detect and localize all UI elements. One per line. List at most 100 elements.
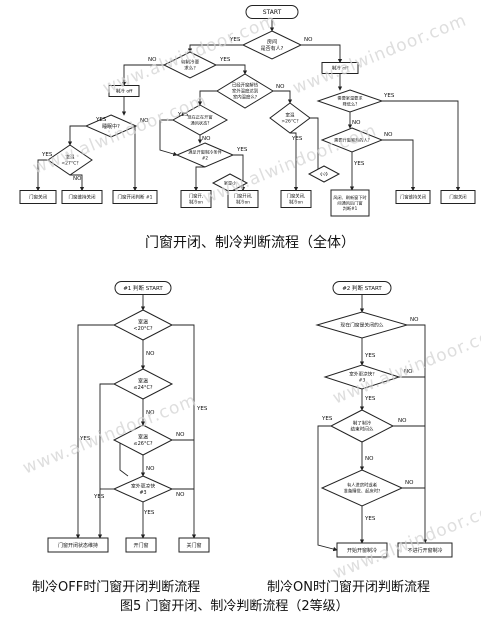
connector-line bbox=[121, 64, 164, 87]
judge1-box: 门窗开闭判断 #1 bbox=[112, 190, 158, 204]
branch-label: YES bbox=[236, 147, 248, 153]
branch-label: NO bbox=[146, 466, 155, 472]
home-decision: 房间是否有人? bbox=[241, 30, 303, 60]
branch-label: YES bbox=[177, 112, 189, 118]
cool-off-left-box: 制冷 off bbox=[108, 85, 140, 97]
branch-label: NO bbox=[405, 480, 414, 486]
node-label: 制了制冷结束时间么 bbox=[351, 420, 374, 433]
branch-label: NO bbox=[384, 132, 393, 138]
process-shape bbox=[395, 190, 431, 204]
connector-line bbox=[216, 64, 248, 75]
node-label: 睡眠中? bbox=[102, 123, 120, 130]
process-shape bbox=[336, 542, 388, 558]
keep-closed-box: 门窗维持关闭 bbox=[61, 190, 103, 204]
process-shape bbox=[178, 537, 210, 553]
branch-label: YES bbox=[93, 494, 105, 500]
terminal-shape bbox=[332, 281, 392, 295]
terminal-shape bbox=[114, 281, 172, 295]
process-shape bbox=[47, 537, 109, 553]
process-shape bbox=[321, 62, 359, 74]
branch-label: YES bbox=[219, 57, 231, 63]
sleep-decision: 睡眠中? bbox=[84, 114, 138, 138]
decision-shape bbox=[315, 311, 409, 339]
decision-shape bbox=[320, 127, 384, 153]
close-on-box: 门窗关闭,制冷on bbox=[280, 190, 312, 208]
connector-line bbox=[35, 159, 48, 192]
branch-label: NO bbox=[276, 84, 285, 90]
connector-line bbox=[159, 119, 178, 157]
node-label: 门窗关闭,制冷on bbox=[287, 193, 306, 206]
start-2-terminal: #2 判断 START bbox=[332, 281, 392, 295]
cool-time-decision: 制了制冷结束时间么 bbox=[329, 409, 395, 443]
connector-line bbox=[67, 125, 86, 146]
node-label: START bbox=[263, 9, 282, 16]
yes-no-labels: YES NO NO YES YES NO YES NO YES NO NO YES YES YES NO NO… bbox=[41, 37, 419, 522]
caption-overall: 门窗开闭、制冷判断流程（全体） bbox=[145, 235, 355, 251]
connector-line bbox=[172, 324, 197, 539]
branch-label: NO bbox=[410, 317, 419, 323]
cool-reqd-decision: 需要室温要求降低么? bbox=[316, 89, 384, 113]
branch-label: YES bbox=[383, 93, 395, 99]
temp24-decision: 室温≤24°C? bbox=[112, 368, 174, 400]
temp26-decision: 室温>26°C? bbox=[269, 102, 311, 134]
window-open-decision: 现在正在开窗通风状态? bbox=[171, 104, 229, 136]
terminal-shape bbox=[245, 5, 299, 19]
branch-label: YES bbox=[229, 37, 241, 43]
decision-shape bbox=[320, 469, 404, 507]
decision-shape bbox=[84, 114, 138, 138]
node-label: 现在门窗是关闭的么 bbox=[340, 322, 383, 329]
node-label: 室温<27°C? bbox=[61, 154, 79, 167]
node-label: 房间是否有人? bbox=[261, 39, 284, 53]
node-label: 门窗开闭,制冷on bbox=[234, 193, 253, 206]
process-shape bbox=[440, 190, 476, 204]
decision-shape bbox=[47, 144, 93, 176]
connector-line bbox=[407, 324, 428, 544]
node-label: 需要开窗解热的人? bbox=[334, 137, 370, 144]
close-box: 门窗关闭 bbox=[19, 190, 57, 204]
outside-cooler-decision: 室外更凉快#3 bbox=[112, 475, 174, 503]
branch-label: YES bbox=[364, 353, 376, 359]
connector-line bbox=[193, 166, 205, 192]
connector-line bbox=[97, 383, 114, 539]
open-on-box-1: 门窗开,制冷on bbox=[180, 190, 212, 208]
connector-line bbox=[290, 132, 299, 192]
connector-line bbox=[273, 90, 293, 104]
decision-shape bbox=[112, 475, 174, 503]
branch-label: YES bbox=[321, 416, 333, 422]
need-person-decision: 需要开窗解热的人? bbox=[320, 127, 384, 153]
branch-label: NO bbox=[202, 136, 211, 142]
process-shape bbox=[397, 542, 453, 558]
caption-cooling-on: 制冷ON时门窗开闭判断流程 bbox=[267, 580, 430, 595]
temp26b-decision: 室温≤26°C? bbox=[112, 424, 174, 456]
node-label: 门窗维持关闭 bbox=[400, 194, 426, 201]
node-label: 室温>26°C? bbox=[281, 112, 299, 125]
node-label: 有制冷要求么? bbox=[181, 59, 200, 72]
node-label: 开门窗 bbox=[133, 542, 148, 549]
decision-shape bbox=[112, 368, 174, 400]
decision-shape bbox=[323, 364, 401, 390]
connector-line bbox=[187, 44, 243, 53]
branch-label: YES bbox=[364, 516, 376, 522]
open-door-box: 开门窗 bbox=[125, 537, 157, 553]
process-shape bbox=[280, 190, 312, 208]
node-label: 门窗开,制冷on bbox=[189, 193, 203, 206]
branch-label: YES bbox=[143, 510, 155, 516]
caption-cooling-off: 制冷OFF时门窗开闭判断流程 bbox=[32, 580, 201, 595]
branch-label: NO bbox=[176, 432, 185, 438]
branch-label: NO bbox=[304, 37, 313, 43]
node-label: 现在正在开窗通风状态? bbox=[187, 114, 212, 127]
caption-figure: 图5 门窗开闭、制冷判断流程（2等级） bbox=[120, 599, 349, 614]
process-shape bbox=[61, 190, 103, 204]
branch-label: YES bbox=[291, 136, 303, 142]
process-shape bbox=[125, 537, 157, 553]
node-label: 制冷 off bbox=[332, 65, 349, 72]
cool-needed-decision: 有制冷要求么? bbox=[162, 51, 218, 79]
branch-label: NO bbox=[352, 120, 361, 126]
branch-label: NO bbox=[365, 456, 374, 462]
node-label: 开始开窗制冷 bbox=[347, 547, 377, 554]
close-door-box: 关门窗 bbox=[178, 537, 210, 553]
node-label: 门窗开闭状态维持 bbox=[58, 542, 98, 549]
connector-line bbox=[382, 100, 461, 192]
temp27-decision: 室温<27°C? bbox=[47, 144, 93, 176]
